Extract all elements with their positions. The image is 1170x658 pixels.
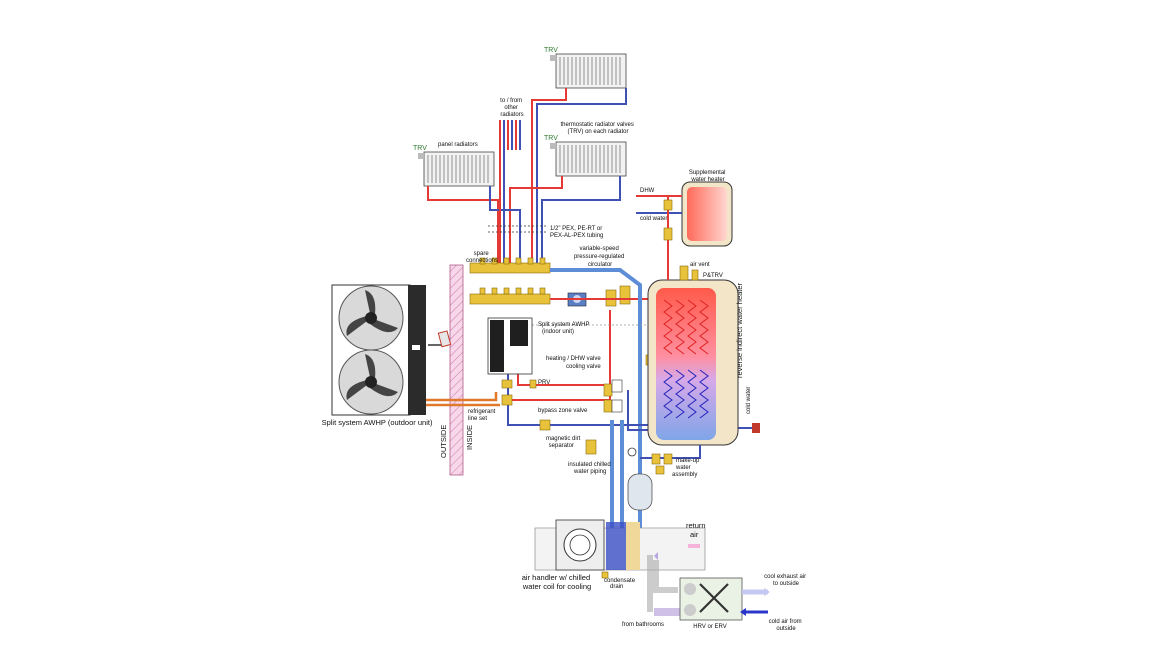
- air-vent-label: air vent: [690, 262, 710, 268]
- inside-label: INSIDE: [465, 425, 474, 450]
- outdoor-unit: [331, 284, 426, 416]
- dirt-separator-label: magnetic dirt separator: [546, 436, 582, 449]
- indoor-unit-label: Split system AWHP (indoor unit): [538, 322, 591, 335]
- radiator-piping: [427, 88, 627, 265]
- dhw-label: DHW: [640, 188, 655, 194]
- outdoor-fan-lower: [338, 349, 404, 415]
- radiator-middle: [550, 141, 627, 177]
- reverse-heater-label: reverse indirect water heater: [735, 282, 744, 378]
- refrigerant-line-set: [426, 330, 500, 407]
- hrv-erv-label: HRV or ERV: [693, 624, 726, 630]
- reverse-indirect-tank: [647, 265, 739, 446]
- air-handler: [534, 519, 706, 579]
- pex-tubing-label: 1/2" PEX, PE-RT or PEX-AL-PEX tubing: [550, 226, 604, 239]
- hrv-erv: [647, 552, 770, 621]
- trv-desc-label: thermostatic radiator valves (TRV) on ea…: [560, 122, 635, 135]
- ptrv-label: P&TRV: [703, 273, 723, 279]
- insulated-chilled-label: insulated chilled water piping: [568, 462, 612, 475]
- expansion-tank: [627, 447, 653, 511]
- cool-exhaust-label: cool exhaust air to outside: [764, 574, 808, 587]
- indoor-unit: [487, 317, 533, 375]
- trv-label-left: TRV: [413, 145, 427, 152]
- condensate-drain-label: condensate drain: [604, 578, 637, 590]
- cold-air-outside-label: cold air from outside: [769, 619, 804, 632]
- makeup-water-label: make-up water assembly: [672, 458, 701, 478]
- panel-radiators-label: panel radiators: [438, 142, 478, 148]
- cold-water-inlet-right: [752, 423, 760, 433]
- supplemental-water-heater: [636, 181, 733, 280]
- refrigerant-line-label: refrigerant line set: [468, 409, 497, 422]
- supplemental-heater-label: Supplemental water heater: [689, 170, 727, 183]
- circulator: [567, 285, 631, 307]
- cooling-valve-label: cooling valve: [566, 364, 601, 370]
- radiator-left: [418, 151, 495, 187]
- cold-water-right-label: cold water: [746, 387, 752, 414]
- heating-dhw-valve-label: heating / DHW valve: [546, 356, 601, 362]
- makeup-water-assembly: [640, 445, 701, 475]
- return-manifold: [469, 287, 551, 305]
- outdoor-fan-upper: [338, 285, 404, 351]
- outdoor-unit-label: Split system AWHP (outdoor unit): [322, 418, 433, 427]
- spare-connections-label: spare connections: [466, 251, 498, 264]
- from-bathrooms-label: from bathrooms: [622, 622, 664, 628]
- air-handler-label: air handler w/ chilled water coil for co…: [522, 573, 592, 591]
- exterior-wall: [449, 264, 464, 476]
- prv-label: PRV: [538, 380, 550, 386]
- valves: [501, 354, 655, 455]
- circulator-label: variable-speed pressure-regulated circul…: [574, 246, 626, 268]
- return-air-label: return air: [686, 521, 708, 539]
- cold-water-label: cold water: [640, 216, 667, 222]
- outside-label: OUTSIDE: [439, 425, 448, 458]
- trv-label-top: TRV: [544, 47, 558, 54]
- radiator-top: [550, 53, 627, 89]
- bypass-zone-valve-label: bypass zone valve: [538, 408, 588, 414]
- other-radiators-label: to / from other radiators: [500, 98, 524, 118]
- trv-label-middle: TRV: [544, 135, 558, 142]
